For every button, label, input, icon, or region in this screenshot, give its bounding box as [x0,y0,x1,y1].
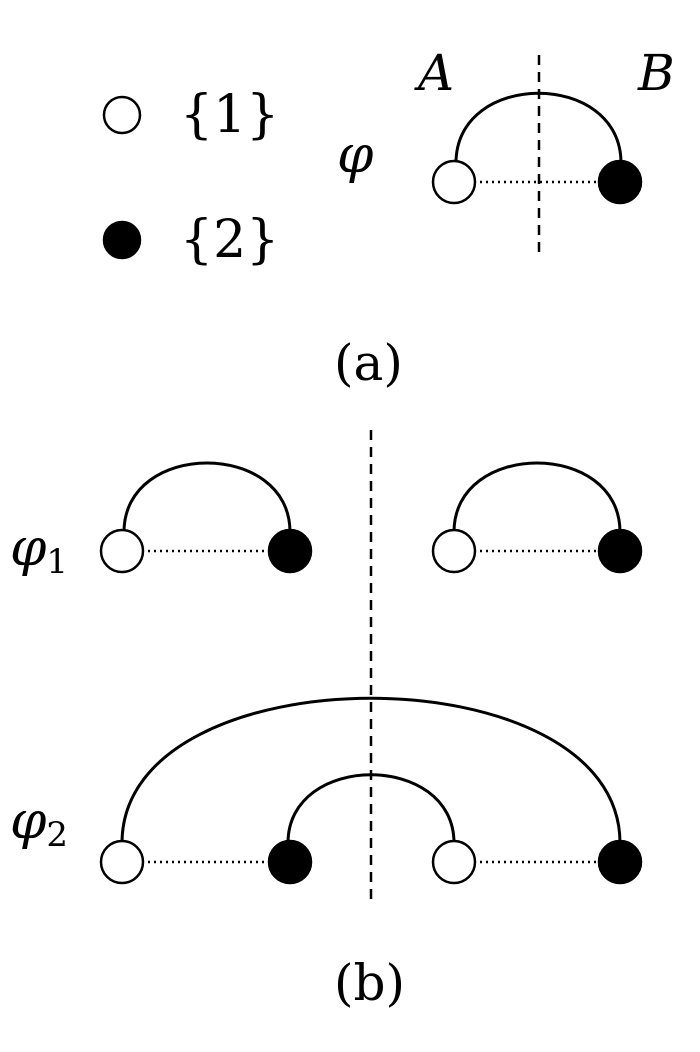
state-phi1-symbol: φ [10,518,47,578]
phi2-filled-site-1 [267,839,313,885]
phi1-filled-site-right [597,528,643,574]
legend-set-2-label: {2} [180,210,279,270]
phi2-filled-site-2 [597,839,643,885]
phi2-open-site-1 [99,839,145,885]
panel-a-caption: (a) [334,334,403,392]
panel-a: A B φ (a) [334,44,675,392]
phi1-arc-left [122,461,292,533]
state-phi2-label: φ2 [10,791,68,855]
legend-open-circle-icon [102,95,142,135]
state-phi2-symbol: φ [10,791,47,851]
legend: {1} {2} [102,85,279,270]
state-phi1-label: φ1 [10,518,68,582]
open-site-a [431,159,477,205]
phi1-open-site-left [99,528,145,574]
state-phi1-subscript: 1 [46,542,68,582]
region-b-label: B [637,44,675,102]
state-phi-label: φ [337,125,374,185]
entanglement-arc-a [454,91,623,164]
filled-site-b [597,159,643,205]
legend-set-1-label: {1} [180,85,279,145]
phi1-filled-site-left [267,528,313,574]
legend-filled-circle-icon [102,220,142,260]
region-a-label: A [414,44,454,102]
state-phi2-subscript: 2 [46,815,68,855]
phi2-outer-arc [120,696,622,844]
phi2-open-site-2 [431,839,477,885]
phi1-open-site-right [431,528,477,574]
panel-b-caption: (b) [334,954,405,1012]
panel-b: φ1 φ2 (b) [10,430,643,1012]
phi1-arc-right [452,461,622,533]
phi2-inner-arc [286,773,456,844]
